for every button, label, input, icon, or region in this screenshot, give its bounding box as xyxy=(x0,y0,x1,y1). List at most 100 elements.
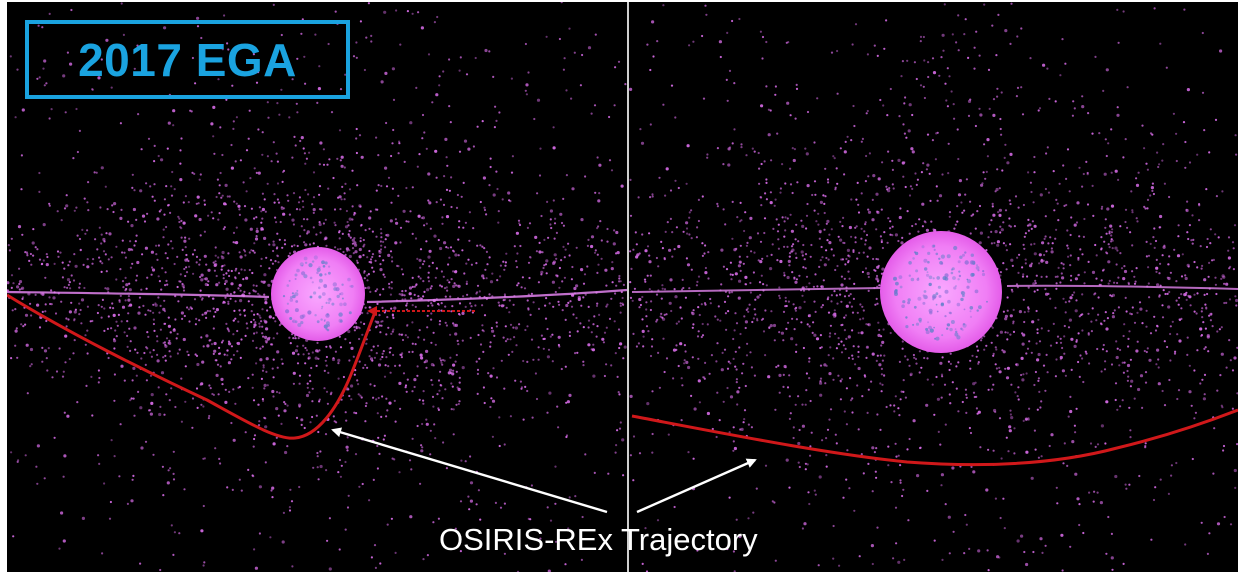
debris-particle xyxy=(1022,203,1025,207)
debris-particle xyxy=(297,353,300,356)
debris-particle xyxy=(219,126,222,129)
debris-particle xyxy=(851,357,854,360)
debris-particle xyxy=(1193,417,1196,420)
debris-particle xyxy=(617,328,621,331)
debris-particle xyxy=(783,245,786,248)
debris-particle xyxy=(266,101,269,104)
debris-particle xyxy=(264,335,268,339)
debris-particle xyxy=(674,179,677,182)
debris-particle xyxy=(733,446,738,451)
debris-particle xyxy=(481,245,484,248)
debris-particle xyxy=(771,500,774,503)
debris-particle xyxy=(1022,419,1025,422)
debris-particle xyxy=(443,175,446,178)
debris-particle xyxy=(256,313,259,316)
debris-particle xyxy=(425,422,429,426)
debris-particle xyxy=(621,296,624,300)
debris-particle xyxy=(82,263,85,266)
debris-particle xyxy=(437,379,441,382)
debris-particle xyxy=(300,136,304,140)
debris-particle xyxy=(306,382,309,385)
debris-particle xyxy=(171,247,174,250)
debris-particle xyxy=(7,244,10,247)
debris-particle xyxy=(1223,515,1226,519)
debris-particle xyxy=(1105,154,1108,158)
debris-particle xyxy=(1052,170,1055,173)
debris-particle xyxy=(861,270,865,274)
debris-particle xyxy=(121,280,125,283)
debris-particle xyxy=(567,242,570,245)
debris-particle xyxy=(462,295,465,298)
debris-particle xyxy=(232,333,235,336)
debris-particle xyxy=(987,388,990,391)
debris-particle xyxy=(997,211,1000,214)
debris-particle xyxy=(610,297,613,300)
debris-particle xyxy=(782,385,785,388)
debris-particle xyxy=(364,306,367,309)
debris-particle xyxy=(442,70,445,73)
debris-particle xyxy=(212,307,215,310)
debris-particle xyxy=(1172,112,1175,115)
debris-particle xyxy=(739,244,742,247)
debris-particle xyxy=(1107,243,1110,246)
debris-particle xyxy=(338,335,341,338)
debris-particle xyxy=(423,131,426,134)
debris-particle xyxy=(1032,282,1036,286)
debris-particle xyxy=(845,337,848,340)
debris-particle xyxy=(1020,27,1023,30)
debris-particle xyxy=(136,351,139,354)
debris-particle xyxy=(431,304,434,307)
debris-particle xyxy=(376,344,380,347)
debris-particle xyxy=(203,254,207,258)
debris-particle xyxy=(979,113,983,117)
debris-particle xyxy=(925,168,929,171)
debris-particle xyxy=(491,272,494,275)
debris-particle xyxy=(844,263,847,266)
debris-particle xyxy=(538,250,542,254)
debris-particle xyxy=(1185,291,1188,294)
debris-particle xyxy=(1021,342,1025,346)
debris-particle xyxy=(587,343,591,347)
debris-particle xyxy=(1010,288,1014,291)
debris-particle xyxy=(457,254,460,257)
debris-particle xyxy=(380,244,383,247)
debris-particle xyxy=(1054,375,1057,378)
debris-particle xyxy=(991,205,994,208)
debris-particle xyxy=(732,449,735,452)
debris-particle xyxy=(881,267,885,271)
debris-particle xyxy=(1228,339,1231,342)
debris-particle xyxy=(746,241,749,244)
debris-particle xyxy=(265,357,269,361)
debris-particle xyxy=(393,306,397,310)
debris-particle xyxy=(614,352,617,355)
debris-particle xyxy=(1117,178,1120,181)
debris-particle xyxy=(1054,275,1057,278)
debris-particle xyxy=(383,275,386,279)
debris-particle xyxy=(551,360,554,363)
debris-particle xyxy=(1114,246,1118,250)
debris-particle xyxy=(323,369,326,372)
debris-particle xyxy=(100,233,103,236)
debris-particle xyxy=(218,192,221,195)
debris-particle xyxy=(262,366,265,369)
debris-particle xyxy=(133,244,136,247)
debris-particle xyxy=(180,377,183,380)
debris-particle xyxy=(961,211,964,214)
debris-particle xyxy=(180,227,183,230)
debris-particle xyxy=(319,450,322,453)
debris-particle xyxy=(554,465,557,468)
debris-particle xyxy=(378,314,381,317)
debris-particle xyxy=(134,348,137,351)
debris-particle xyxy=(166,283,169,286)
debris-particle xyxy=(271,486,275,490)
debris-particle xyxy=(1040,259,1044,263)
debris-particle xyxy=(622,283,626,286)
debris-particle xyxy=(1148,358,1152,362)
debris-particle xyxy=(407,220,410,223)
debris-particle xyxy=(645,301,648,304)
debris-particle xyxy=(930,220,933,223)
debris-particle xyxy=(816,285,819,288)
debris-particle xyxy=(223,282,227,285)
debris-particle xyxy=(293,135,296,138)
debris-particle xyxy=(685,257,689,260)
